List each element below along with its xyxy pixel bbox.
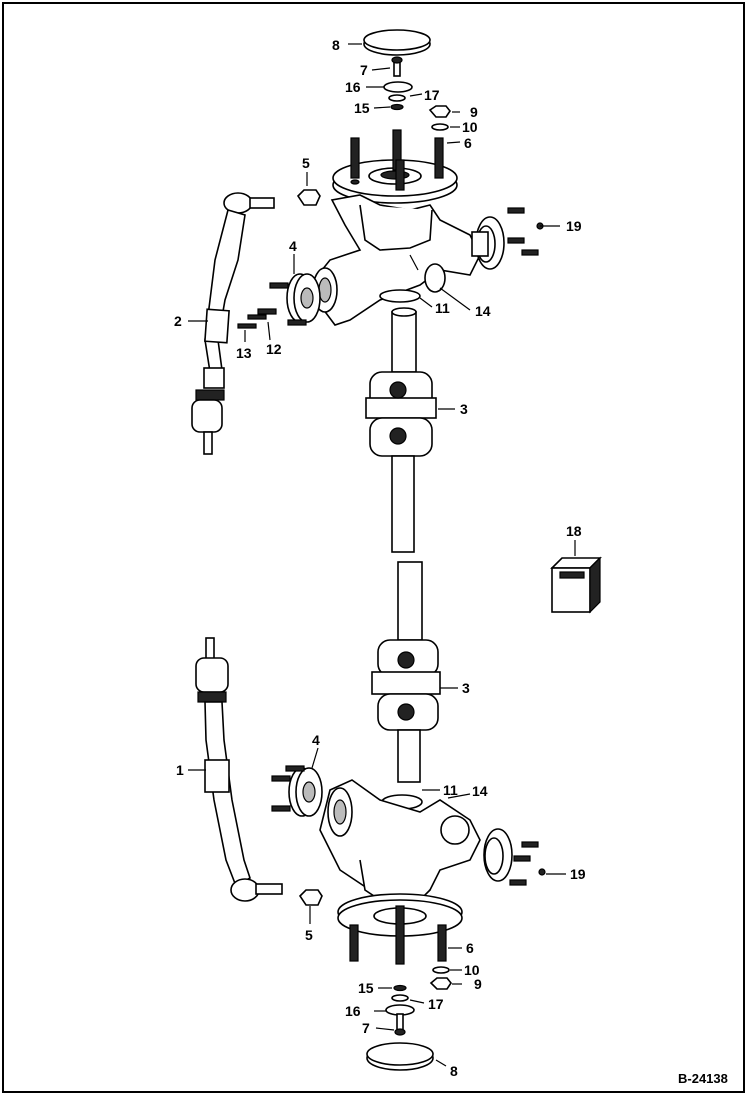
callout-14-bottom: 14	[472, 783, 488, 799]
o-ring-top	[379, 289, 421, 303]
callout-8-bottom: 8	[450, 1063, 458, 1079]
callout-9-bottom: 9	[474, 976, 482, 992]
hub-cap-bottom	[366, 1042, 434, 1071]
hub-top	[332, 129, 458, 204]
callout-5-top: 5	[302, 155, 310, 171]
callout-15-top: 15	[354, 100, 370, 116]
callout-3-top: 3	[460, 401, 468, 417]
callout-11-bottom: 11	[443, 782, 458, 798]
callout-labels: 8 7 16 17 15 9 10 6 5 4 19 11 14 2 13 12…	[174, 37, 586, 1079]
callout-16-bottom: 16	[345, 1003, 361, 1019]
nut-5-top	[296, 189, 321, 206]
callout-16-top: 16	[345, 79, 361, 95]
ring-bottom-b	[391, 994, 409, 1002]
callout-2: 2	[174, 313, 182, 329]
callout-17-top: 17	[424, 87, 440, 103]
washer-top	[383, 81, 413, 93]
tie-rod-top	[191, 192, 275, 455]
hub-bottom	[337, 893, 463, 965]
side-plate-bottom	[483, 828, 546, 886]
nut-bottom	[429, 977, 452, 990]
hub-cap-top	[363, 29, 431, 56]
callout-9-top: 9	[470, 104, 478, 120]
flange-bottom-left	[271, 765, 323, 817]
leader-lines	[188, 43, 576, 1067]
small-bolt-12	[247, 314, 267, 320]
callout-1: 1	[176, 762, 184, 778]
callout-6-top: 6	[464, 135, 472, 151]
callout-3-bottom: 3	[462, 680, 470, 696]
shaft-bottom	[371, 561, 441, 783]
small-bolt-13	[237, 323, 257, 329]
bolt-bottom	[394, 1013, 406, 1036]
nut-5-bottom	[298, 889, 323, 906]
callout-5-bottom: 5	[305, 927, 313, 943]
shaft-top	[365, 307, 437, 553]
callout-18: 18	[566, 523, 582, 539]
callout-7-top: 7	[360, 62, 368, 78]
callout-4-top: 4	[289, 238, 297, 254]
ring-top-a	[388, 94, 406, 102]
side-plate-top	[471, 207, 544, 270]
callout-19-bottom: 19	[570, 866, 586, 882]
washer-right-bottom	[432, 966, 450, 974]
callout-11-top: 11	[435, 300, 450, 316]
callout-7-bottom: 7	[362, 1020, 370, 1036]
callout-15-bottom: 15	[358, 980, 374, 996]
callout-10-top: 10	[462, 119, 478, 135]
seal-top	[424, 263, 446, 293]
callout-12: 12	[266, 341, 282, 357]
bolt-top	[391, 56, 403, 77]
callout-8-top: 8	[332, 37, 340, 53]
flange-top-left	[257, 273, 321, 326]
callout-6-bottom: 6	[466, 940, 474, 956]
callout-13: 13	[236, 345, 252, 361]
reference-code: B-24138	[678, 1071, 728, 1086]
knuckle-top	[312, 194, 481, 326]
ring-top-b	[390, 103, 404, 111]
callout-10-bottom: 10	[464, 962, 480, 978]
callout-4-bottom: 4	[312, 732, 320, 748]
ring-bottom-a	[393, 984, 407, 992]
tie-rod-bottom	[195, 637, 283, 902]
washer-right-top	[431, 123, 449, 131]
grease-pack	[550, 556, 602, 614]
callout-14-top: 14	[475, 303, 491, 319]
callout-19-top: 19	[566, 218, 582, 234]
callout-17-bottom: 17	[428, 996, 444, 1012]
nut-top	[428, 105, 451, 118]
